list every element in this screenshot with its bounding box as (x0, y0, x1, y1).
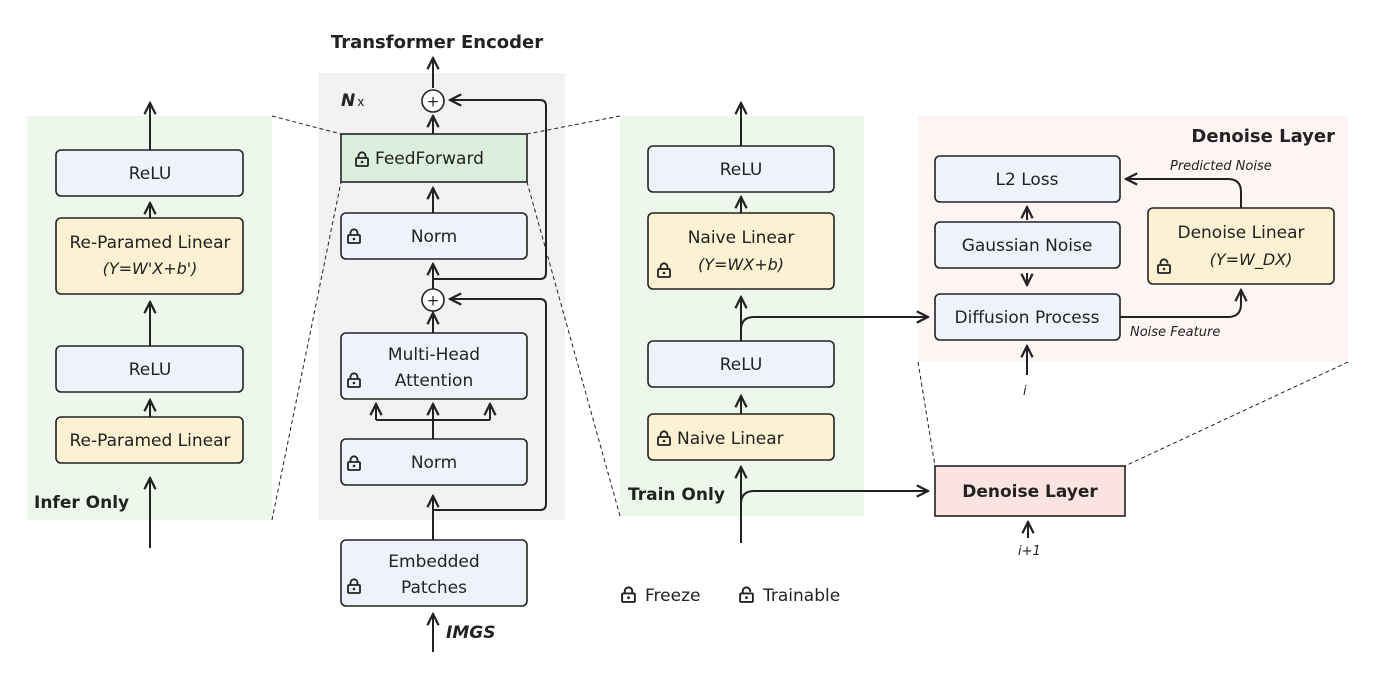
naive-linear-top-formula: (Y=WX+b) (698, 255, 784, 274)
denoise-title: Denoise Layer (1191, 126, 1335, 147)
infer-linear-top-box (55, 217, 244, 295)
legend-trainable-label: Trainable (762, 586, 840, 606)
infer-linear-bottom-label: Re-Paramed Linear (69, 431, 230, 451)
denoise-index-next: i+1 (1018, 544, 1041, 559)
l2-loss-box (934, 155, 1121, 203)
infer-relu-top-label: ReLU (129, 164, 172, 184)
legend-freeze-label: Freeze (645, 586, 700, 606)
unlock-icon (739, 586, 754, 603)
noise-feature-label: Noise Feature (1130, 325, 1220, 340)
feedforward-label: FeedForward (375, 149, 484, 169)
naive-linear-top-box (647, 212, 835, 290)
naive-linear-top-label: Naive Linear (688, 228, 795, 248)
embedded-patches-label-2: Patches (401, 578, 467, 598)
embedded-patches-label-1: Embedded (388, 552, 479, 572)
train-relu-top-label: ReLU (720, 160, 763, 180)
infer-relu-bottom-label: ReLU (129, 360, 172, 380)
norm-top-label: Norm (411, 227, 457, 247)
infer-linear-top-formula: (Y=W'X+b') (103, 259, 198, 278)
gaussian-noise-box (934, 221, 1121, 269)
train-only-label: Train Only (628, 485, 725, 505)
l2-loss-label: L2 Loss (996, 170, 1059, 190)
denoise-linear-formula: (Y=W_DX) (1210, 250, 1293, 270)
lock-icon (621, 586, 636, 603)
denoise-linear-box (1147, 207, 1335, 285)
infer-only-label: Infer Only (34, 493, 129, 513)
train-relu-bottom-label: ReLU (720, 355, 763, 375)
denoise-linear-label: Denoise Linear (1177, 223, 1304, 243)
attention-label-2: Attention (395, 371, 473, 391)
diffusion-process-label: Diffusion Process (955, 308, 1100, 328)
add-circle-2 (421, 89, 445, 113)
imgs-label: IMGS (446, 623, 495, 643)
infer-linear-top-label: Re-Paramed Linear (69, 233, 230, 253)
naive-linear-bottom-label: Naive Linear (677, 429, 784, 449)
predicted-noise-label: Predicted Noise (1170, 159, 1272, 174)
gaussian-noise-label: Gaussian Noise (962, 236, 1093, 256)
plus-icon: + (427, 292, 440, 310)
plus-icon: + (427, 93, 440, 111)
denoise-index: i (1023, 384, 1027, 399)
encoder-title: Transformer Encoder (331, 32, 543, 53)
denoise-layer-box-label: Denoise Layer (962, 482, 1098, 502)
dashed-connectors (271, 115, 1349, 521)
norm-bottom-label: Norm (411, 453, 457, 473)
feedforward-box (340, 133, 528, 183)
attention-label-1: Multi-Head (388, 345, 480, 365)
denoise-layer-box (934, 465, 1126, 517)
